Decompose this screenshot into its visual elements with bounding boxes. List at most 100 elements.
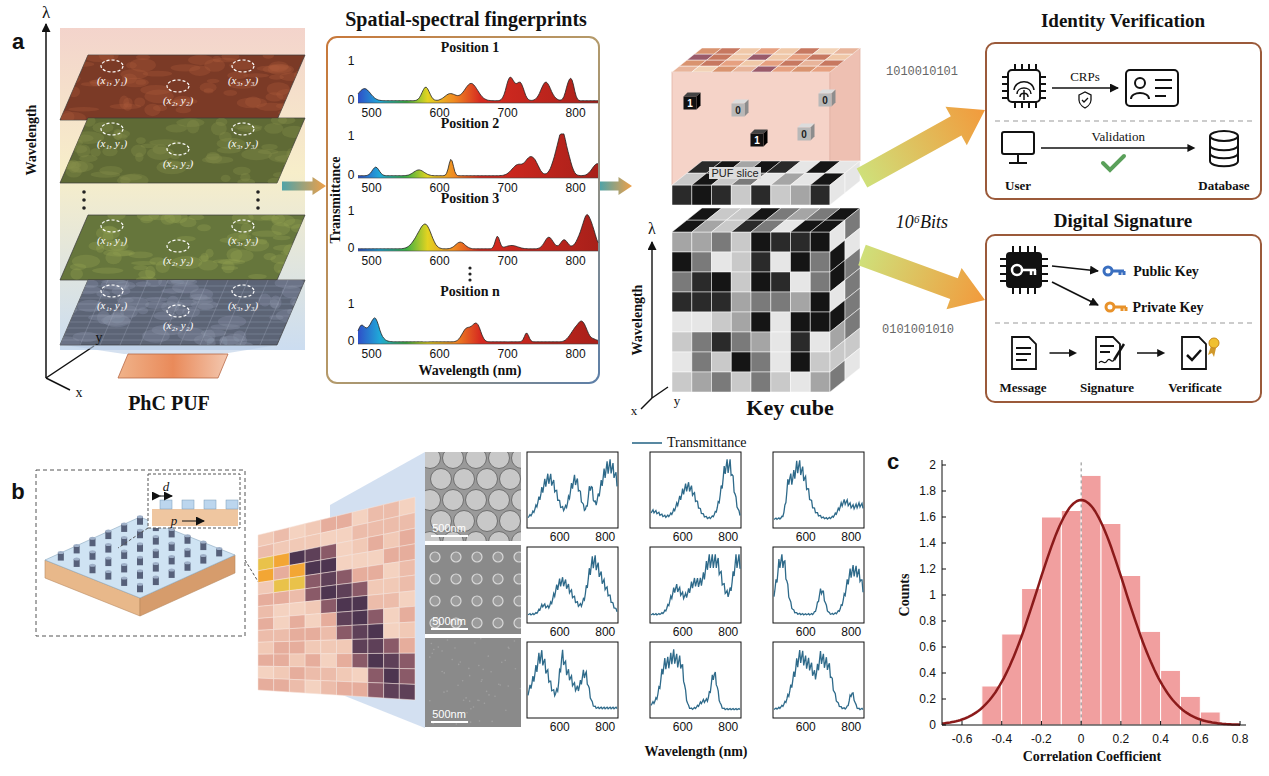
tick-mark	[942, 491, 946, 492]
key-chip-icon-part	[1000, 246, 1048, 294]
circle-shape	[446, 690, 448, 692]
axis-label: Wavelength	[24, 105, 40, 176]
plot-frame	[650, 452, 741, 528]
tick-mark	[1001, 721, 1002, 725]
x-axis	[46, 378, 70, 390]
histogram-bar	[1081, 475, 1101, 725]
line-shape	[60, 316, 305, 317]
cube-cell	[810, 312, 830, 332]
fingerprint-chip-icon-part	[1002, 64, 1046, 108]
ellipse-shape	[281, 270, 289, 282]
cube-cell	[751, 292, 771, 312]
ellipse-shape	[261, 144, 278, 150]
ellipse-shape	[221, 175, 231, 182]
ellipse-shape	[292, 248, 303, 257]
circle-shape	[443, 452, 464, 469]
spectrum-curve	[651, 649, 740, 709]
line-shape	[180, 280, 208, 345]
dimension-arrow	[160, 496, 172, 497]
circle-shape	[498, 684, 500, 686]
ellipse-shape	[207, 79, 220, 84]
ellipse-shape	[176, 236, 195, 242]
circle-shape	[494, 695, 496, 697]
sample-mosaic	[399, 544, 415, 562]
circle-shape	[425, 452, 441, 469]
cube-cell	[692, 232, 712, 252]
sample-mosaic	[258, 580, 274, 594]
sample-mosaic	[321, 557, 337, 573]
circle-shape	[500, 469, 521, 490]
cube-cell	[712, 232, 732, 252]
circle-shape	[465, 697, 467, 699]
circle-shape	[512, 452, 522, 469]
sample-mosaic	[274, 578, 290, 593]
cube-cell	[751, 272, 771, 292]
edge-label: Validation	[1091, 129, 1144, 145]
sem-texture	[430, 552, 521, 628]
sample-mosaic	[368, 653, 384, 668]
coordinate-label: (x₂, y₂)	[163, 94, 193, 106]
ellipse-shape	[284, 337, 294, 347]
sample-mosaic	[384, 638, 400, 653]
spectrum-fill	[358, 318, 598, 344]
tick-label: 0.6	[1192, 732, 1209, 746]
coordinate-label: (x₂, y₂)	[163, 157, 193, 169]
nano-pillar	[105, 543, 111, 546]
signature-icon-part	[1100, 346, 1114, 352]
sample-mosaic	[321, 585, 337, 600]
circle-shape	[479, 720, 481, 722]
nano-pillar	[137, 529, 143, 532]
circle-shape	[481, 679, 483, 681]
private-key-icon	[1106, 303, 1126, 311]
fingerprint-panel-border	[327, 37, 599, 383]
crp-label: CRPs	[1070, 69, 1100, 85]
tick-label: 0.2	[919, 692, 936, 706]
nano-pillar	[169, 568, 175, 571]
axis-title: Counts	[897, 574, 913, 617]
sample-mosaic	[384, 668, 400, 684]
ellipse-shape	[258, 239, 267, 245]
slab-cell	[810, 185, 830, 205]
ellipse-shape	[248, 274, 267, 279]
fingerprint-chip-icon-part	[1008, 70, 1040, 102]
message-icon-part	[1012, 337, 1036, 369]
line-shape	[60, 280, 305, 281]
cube-cell	[791, 332, 811, 352]
circle-shape	[425, 490, 441, 511]
nano-pillar	[185, 548, 191, 551]
sample-mosaic	[274, 679, 290, 692]
arrow-shape	[282, 177, 326, 195]
slab-cell	[771, 185, 791, 205]
circle-shape	[489, 452, 510, 469]
line-shape	[60, 286, 305, 287]
ellipse-shape	[278, 110, 295, 115]
ellipse-shape	[138, 307, 148, 314]
sample-mosaic	[352, 682, 368, 697]
sample-mosaic	[352, 654, 368, 669]
sample-mosaic	[352, 552, 368, 569]
nano-pillar	[169, 555, 175, 558]
ellipse-shape	[197, 224, 211, 231]
plot-frame	[773, 642, 864, 718]
sample-mosaic	[305, 614, 321, 628]
cross-section-pillar	[182, 500, 194, 509]
nano-pillar	[137, 583, 143, 586]
sample-mosaic	[289, 628, 305, 642]
binary-stream: 0101001010	[882, 323, 954, 337]
nano-pillar	[105, 570, 111, 573]
ellipse-shape	[288, 331, 316, 344]
cube-cell	[692, 312, 712, 332]
process-item: Signature	[1077, 333, 1137, 399]
sample-mosaic	[368, 624, 384, 639]
dimension-arrow	[182, 521, 204, 522]
sample-mosaic	[289, 563, 305, 578]
ellipse-shape	[75, 134, 94, 141]
sample-mosaic	[352, 625, 368, 640]
tick-label: 0.2	[1113, 732, 1130, 746]
circle-shape	[512, 490, 522, 511]
cube-cell	[731, 352, 751, 372]
plot-frame	[650, 642, 741, 718]
circle-shape	[508, 647, 510, 649]
sample-mosaic	[258, 630, 274, 643]
scale-bar	[431, 721, 468, 723]
